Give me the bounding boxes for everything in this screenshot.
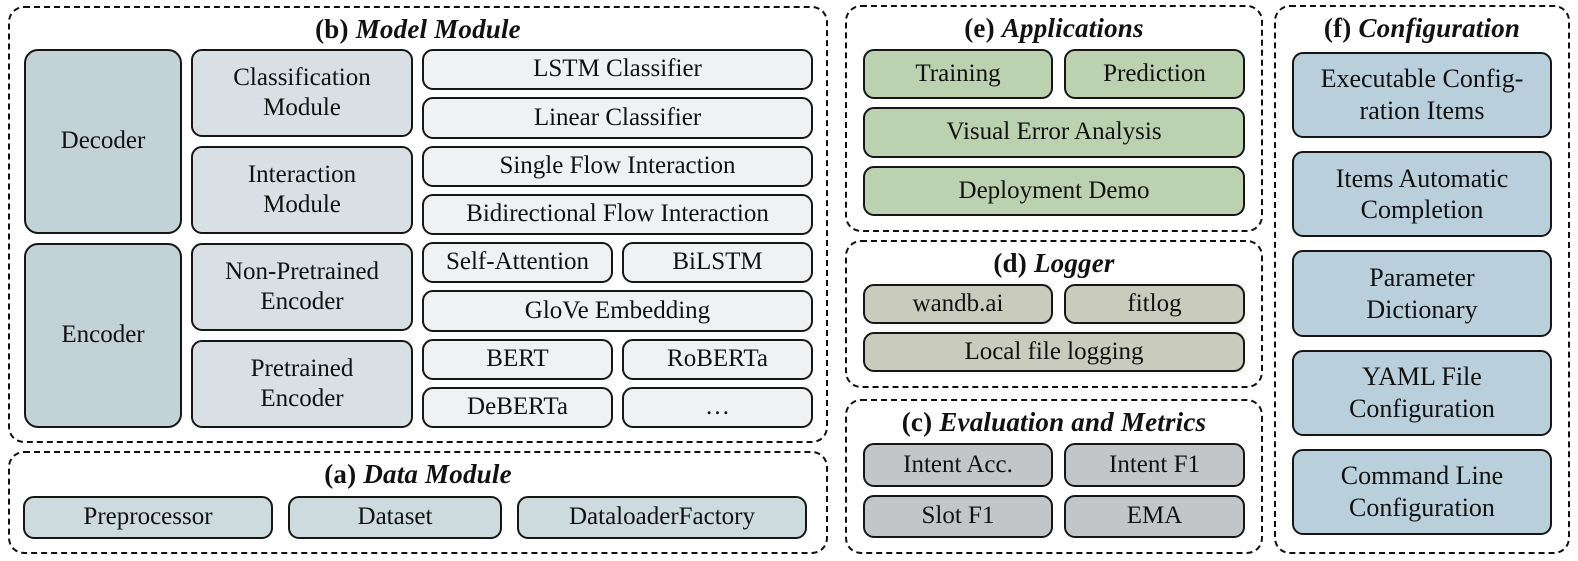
box-items-automatic-completion: Items Automatic Completion [1292, 151, 1552, 238]
box-fitlog: fitlog [1064, 284, 1245, 324]
model-module-body: Decoder Encoder Classification Module In… [10, 46, 826, 441]
applications-row: Deployment Demo [863, 165, 1245, 216]
box-bilstm: BiLSTM [622, 242, 813, 284]
applications-name: Applications [1001, 13, 1144, 43]
configuration-name: Configuration [1358, 13, 1521, 43]
logger-row: wandb.ai fitlog [863, 284, 1245, 324]
box-single-flow-interaction: Single Flow Interaction [422, 145, 813, 187]
component-row: Bidirectional Flow Interaction [422, 193, 813, 235]
box-visual-error-analysis: Visual Error Analysis [863, 107, 1245, 158]
component-row: LSTM Classifier [422, 49, 813, 91]
box-training: Training [863, 49, 1053, 100]
component-row: GloVe Embedding [422, 290, 813, 332]
applications-row: Training Prediction [863, 49, 1245, 100]
box-command-line-configuration: Command Line Configuration [1292, 448, 1552, 536]
box-roberta: RoBERTa [622, 338, 813, 380]
logger-label: (d) [993, 248, 1027, 278]
model-module-label: (b) [315, 14, 349, 44]
box-deployment-demo: Deployment Demo [863, 165, 1245, 216]
box-yaml-file-configuration: YAML File Configuration [1292, 349, 1552, 436]
panel-model-module: (b)Model Module Decoder Encoder Classifi… [8, 6, 828, 443]
logger-title: (d)Logger [847, 242, 1261, 280]
panel-data-module: (a)Data Module Preprocessor Dataset Data… [8, 451, 828, 554]
box-lstm-classifier: LSTM Classifier [422, 49, 813, 91]
data-module-name: Data Module [363, 459, 512, 489]
model-column-components: LSTM Classifier Linear Classifier Single… [422, 49, 813, 428]
box-slot-f1: Slot F1 [863, 494, 1053, 538]
evaluation-name: Evaluation and Metrics [939, 407, 1207, 437]
box-intent-f1: Intent F1 [1064, 443, 1245, 487]
evaluation-title: (c)Evaluation and Metrics [847, 401, 1261, 439]
component-row: DeBERTa … [422, 386, 813, 428]
box-dataloaderfactory: DataloaderFactory [517, 496, 807, 539]
logger-name: Logger [1033, 248, 1115, 278]
box-prediction: Prediction [1064, 49, 1245, 100]
evaluation-row: Slot F1 EMA [863, 494, 1245, 538]
data-module-title: (a)Data Module [10, 453, 826, 491]
box-local-file-logging: Local file logging [863, 332, 1245, 372]
box-interaction-module: Interaction Module [191, 146, 413, 234]
model-column-modules: Classification Module Interaction Module… [191, 49, 413, 428]
panel-configuration: (f)Configuration Executable Config- rati… [1274, 5, 1570, 554]
box-executable-configuration-items: Executable Config- ration Items [1292, 52, 1552, 139]
evaluation-label: (c) [901, 407, 933, 437]
model-column-groups: Decoder Encoder [24, 49, 182, 428]
box-ellipsis: … [622, 386, 813, 428]
configuration-title: (f)Configuration [1276, 7, 1568, 45]
box-bert: BERT [422, 338, 613, 380]
applications-label: (e) [964, 13, 995, 43]
box-glove-embedding: GloVe Embedding [422, 290, 813, 332]
box-decoder: Decoder [24, 49, 182, 234]
panel-applications: (e)Applications Training Prediction Visu… [845, 5, 1263, 232]
logger-row: Local file logging [863, 332, 1245, 372]
data-module-body: Preprocessor Dataset DataloaderFactory [10, 491, 826, 552]
evaluation-body: Intent Acc. Intent F1 Slot F1 EMA [847, 439, 1261, 552]
component-row: Self-Attention BiLSTM [422, 242, 813, 284]
applications-row: Visual Error Analysis [863, 107, 1245, 158]
box-classification-module: Classification Module [191, 49, 413, 137]
applications-body: Training Prediction Visual Error Analysi… [847, 45, 1261, 230]
logger-body: wandb.ai fitlog Local file logging [847, 280, 1261, 386]
panel-evaluation-metrics: (c)Evaluation and Metrics Intent Acc. In… [845, 399, 1263, 554]
box-dataset: Dataset [288, 496, 502, 539]
box-non-pretrained-encoder: Non-Pretrained Encoder [191, 243, 413, 331]
model-module-name: Model Module [355, 14, 521, 44]
box-ema: EMA [1064, 494, 1245, 538]
box-encoder: Encoder [24, 243, 182, 428]
box-parameter-dictionary: Parameter Dictionary [1292, 250, 1552, 337]
box-pretrained-encoder: Pretrained Encoder [191, 340, 413, 428]
box-intent-acc: Intent Acc. [863, 443, 1053, 487]
box-bidirectional-flow-interaction: Bidirectional Flow Interaction [422, 193, 813, 235]
applications-title: (e)Applications [847, 7, 1261, 45]
configuration-label: (f) [1323, 13, 1352, 43]
component-row: BERT RoBERTa [422, 338, 813, 380]
box-wandb: wandb.ai [863, 284, 1053, 324]
box-self-attention: Self-Attention [422, 242, 613, 284]
model-module-title: (b)Model Module [10, 8, 826, 46]
box-preprocessor: Preprocessor [23, 496, 273, 539]
component-row: Single Flow Interaction [422, 145, 813, 187]
box-deberta: DeBERTa [422, 386, 613, 428]
evaluation-row: Intent Acc. Intent F1 [863, 443, 1245, 487]
component-row: Linear Classifier [422, 97, 813, 139]
panel-logger: (d)Logger wandb.ai fitlog Local file log… [845, 240, 1263, 388]
data-module-label: (a) [324, 459, 357, 489]
configuration-body: Executable Config- ration Items Items Au… [1276, 45, 1568, 552]
box-linear-classifier: Linear Classifier [422, 97, 813, 139]
